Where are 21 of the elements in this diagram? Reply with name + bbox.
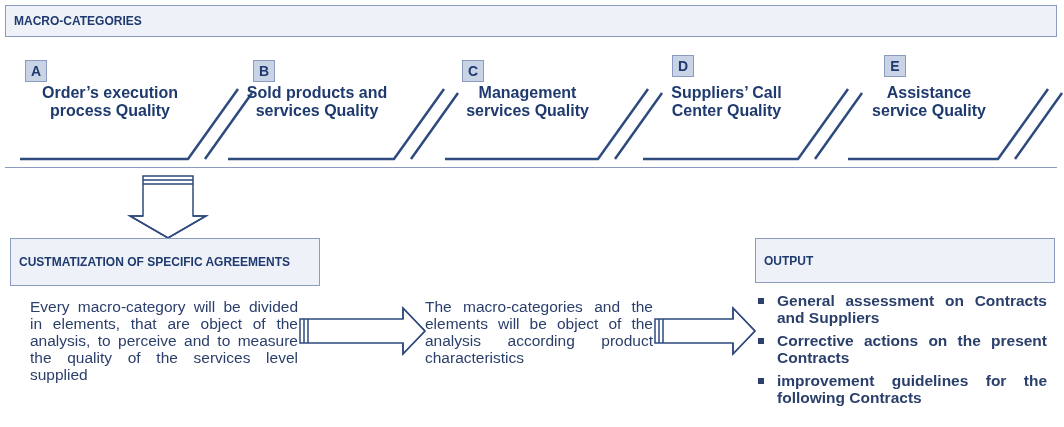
bullet-text: General assessment on Contracts and Suppliers [777, 292, 1047, 326]
header-band: MACRO-CATEGORIES [5, 5, 1057, 37]
block-arrow [127, 175, 209, 239]
bullet-text: Corrective actions on the present Contracts [777, 332, 1047, 366]
letter-tag: D [672, 55, 694, 77]
category-title: Sold products and services Quality [245, 84, 389, 120]
letter-tag: B [253, 60, 275, 82]
header-band: CUSTMATIZATION OF SPECIFIC AGREEMENTS [10, 238, 320, 286]
block-arrow [299, 306, 426, 356]
category-title: Suppliers’ Call Center Quality [670, 84, 783, 120]
category-title: Assistance service Quality [871, 84, 987, 120]
bullet-text: improvement guidelines for the following Contracts [777, 372, 1047, 406]
description-text: Every macro-category will be divided in elements, that are object of the analysis, to perceive and to measure the quality of the services level supplied [30, 298, 298, 418]
letter-tag: A [25, 60, 47, 82]
block-arrow [654, 306, 756, 356]
letter-tag: E [884, 55, 906, 77]
category-title: Order’s execution process Quality [40, 84, 179, 120]
category-title: Management services Quality [465, 84, 590, 120]
letter-tag: C [462, 60, 484, 82]
description-text: The macro-categories and the elements will be object of the analysis according product characteristics [425, 298, 653, 398]
header-band: OUTPUT [755, 238, 1055, 283]
